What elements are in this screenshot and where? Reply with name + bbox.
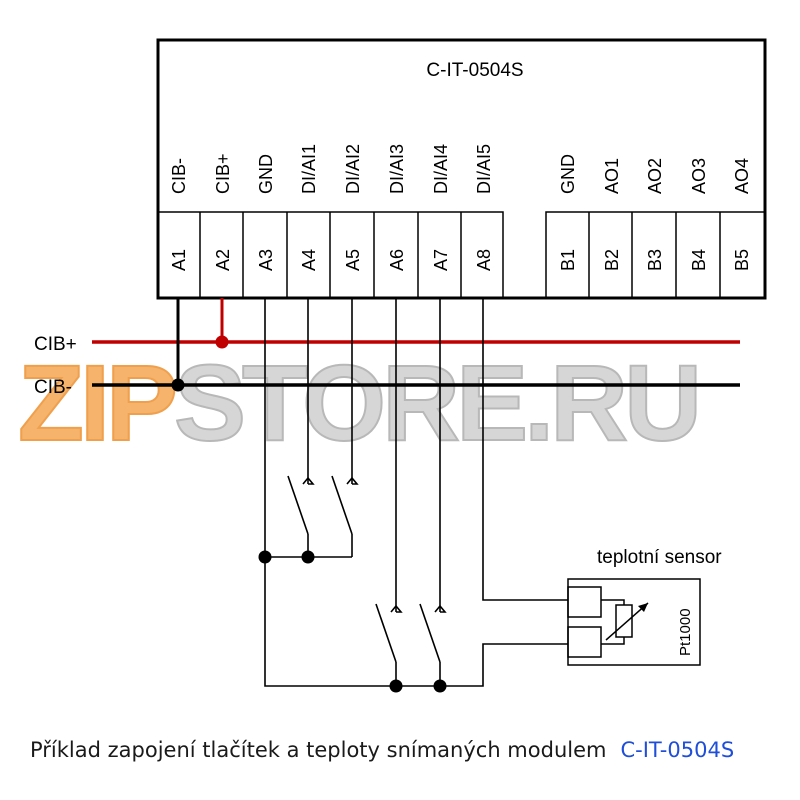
signal-label: AO1: [602, 158, 622, 194]
signal-label: AO2: [645, 158, 665, 194]
button-4-contact: [419, 603, 441, 663]
terminal-label: B2: [602, 249, 622, 271]
terminal-label: A7: [431, 249, 451, 271]
signal-label: DI/AI1: [299, 144, 319, 194]
button-1-contact: [287, 475, 309, 535]
signal-label: DI/AI5: [474, 144, 494, 194]
signal-label: AO3: [689, 158, 709, 194]
signal-labels: CIB- CIB+ GND DI/AI1 DI/AI2 DI/AI3 DI/AI4 DI/AI…: [169, 144, 752, 194]
junction-cib-plus: [215, 335, 229, 349]
terminal-label: B5: [732, 249, 752, 271]
terminal-label: A1: [169, 249, 189, 271]
terminal-label: B4: [689, 249, 709, 271]
wire-a8-sensor: [482, 298, 568, 601]
caption-text: Příklad zapojení tlačítek a teploty sním…: [30, 738, 607, 762]
button-2-hook: [346, 476, 359, 485]
bus-lines: CIB+ CIB-: [34, 298, 740, 398]
terminal-label: B3: [645, 249, 665, 271]
terminal-label: A4: [299, 249, 319, 271]
watermark-store: STORE.RU: [174, 342, 698, 463]
terminal-label: A3: [256, 249, 276, 271]
button-1-hook: [302, 476, 315, 485]
pt1000-resistor-icon: [615, 604, 633, 638]
junctions: [258, 550, 447, 693]
caption: Příklad zapojení tlačítek a teploty sním…: [30, 738, 734, 762]
terminal-label: A6: [387, 249, 407, 271]
signal-label: AO4: [732, 158, 752, 194]
signal-label: CIB+: [213, 153, 233, 194]
temperature-sensor: teplotní sensor Pt1000: [567, 547, 722, 666]
sensor-type-label: Pt1000: [677, 608, 694, 656]
button-4-hook: [434, 604, 447, 613]
terminal-label: A2: [213, 249, 233, 271]
signal-label: GND: [256, 154, 276, 194]
input-wiring: [264, 298, 568, 687]
button-2-contact: [331, 475, 353, 535]
terminal-label: A5: [343, 249, 363, 271]
watermark: ZIPSTORE.RU: [17, 341, 703, 464]
wire-sensor-return: [440, 643, 568, 687]
junction-cib-minus: [171, 378, 185, 392]
bus-plus-label: CIB+: [34, 334, 77, 355]
terminal-label: B1: [558, 249, 578, 271]
signal-label: DI/AI2: [343, 144, 363, 194]
sensor-title: teplotní sensor: [597, 547, 722, 568]
button-3-hook: [390, 604, 403, 613]
bus-minus-label: CIB-: [34, 377, 72, 398]
wire-gnd: [264, 298, 440, 687]
caption-model: C-IT-0504S: [620, 738, 735, 762]
signal-label: DI/AI4: [431, 144, 451, 194]
variable-arrow-icon: [605, 602, 649, 641]
signal-label: GND: [558, 154, 578, 194]
signal-label: DI/AI3: [387, 144, 407, 194]
watermark-zip: ZIP: [18, 342, 175, 463]
module-title: C-IT-0504S: [426, 60, 523, 81]
svg-text:ZIPSTORE.RU: ZIPSTORE.RU: [18, 342, 698, 463]
terminal-labels: A1 A2 A3 A4 A5 A6 A7 A8 B1 B2 B3 B4 B5: [169, 249, 752, 271]
module-box: C-IT-0504S CIB- CIB+ GND DI/AI1 DI/AI2 DI/AI3…: [156, 38, 767, 300]
button-3-contact: [375, 603, 397, 663]
terminal-label: A8: [474, 249, 494, 271]
signal-label: CIB-: [169, 158, 189, 194]
